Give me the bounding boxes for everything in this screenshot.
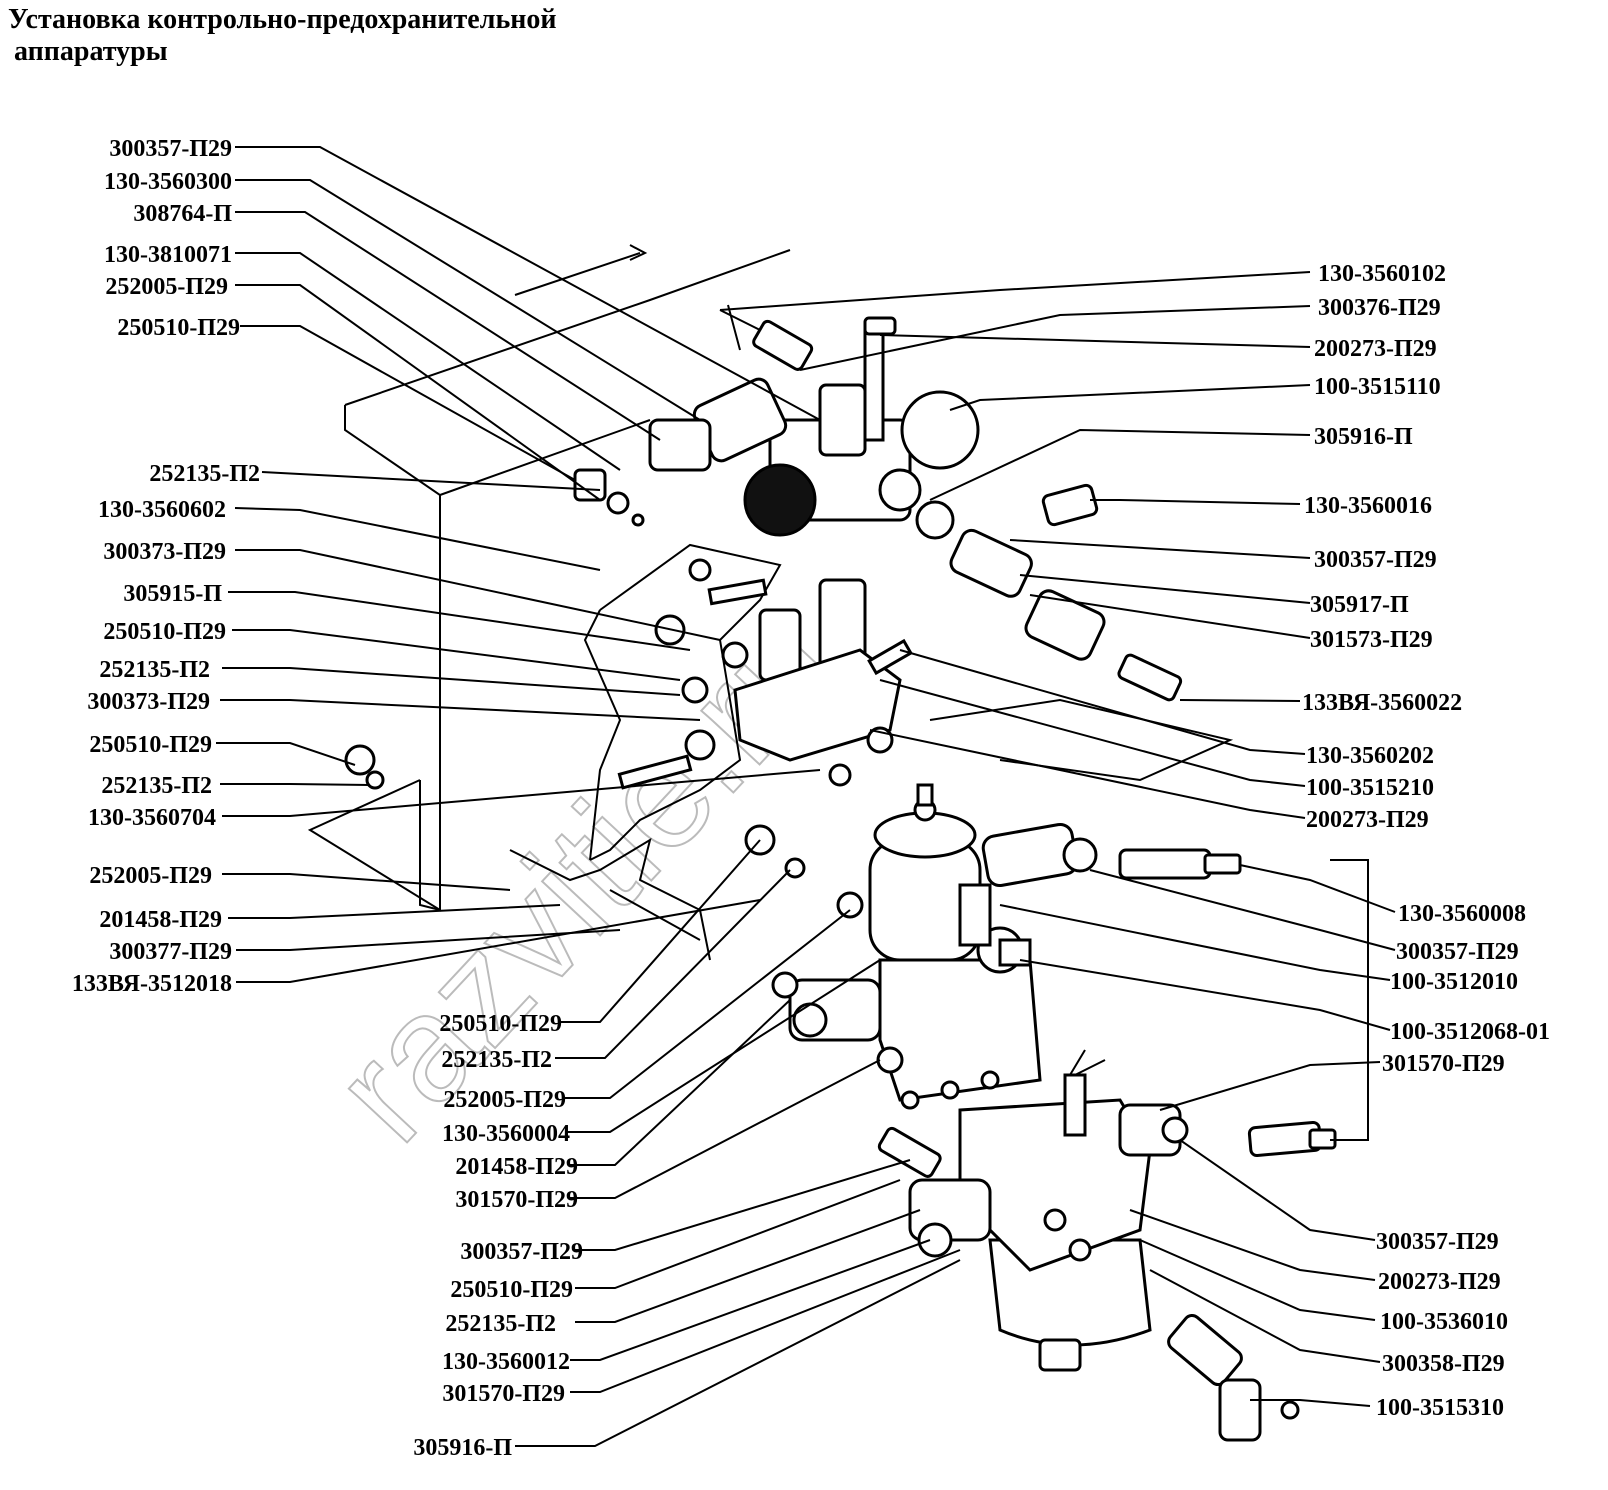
label: 252135-П2	[99, 657, 210, 683]
title-line-1: Установка контрольно-предохранительной	[8, 4, 557, 35]
label: 305917-П	[1310, 592, 1409, 618]
labels-center: 250510-П29 252135-П2 252005-П29 130-3560…	[413, 1011, 583, 1461]
diagram-title: Установка контрольно-предохранительной а…	[8, 4, 708, 68]
label: 250510-П29	[439, 1011, 562, 1037]
label: 252005-П29	[105, 274, 228, 300]
label: 100-3515110	[1314, 374, 1441, 400]
label: 130-3560012	[442, 1349, 570, 1375]
label: 301570-П29	[455, 1187, 578, 1213]
label: 200273-П29	[1378, 1269, 1501, 1295]
labels-left: 300357-П29 130-3560300 308764-П 130-3810…	[72, 136, 260, 997]
label: 130-3560004	[442, 1121, 570, 1147]
label: 201458-П29	[455, 1154, 578, 1180]
label: 250510-П29	[117, 315, 240, 341]
label: 300373-П29	[87, 689, 210, 715]
label: 300357-П29	[1314, 547, 1437, 573]
label: 300358-П29	[1382, 1351, 1505, 1377]
label: 301570-П29	[1382, 1051, 1505, 1077]
label: 300373-П29	[103, 539, 226, 565]
label: 130-3560202	[1306, 743, 1434, 769]
label: 130-3560102	[1318, 261, 1446, 287]
label: 300357-П29	[1376, 1229, 1499, 1255]
label: 130-3560602	[98, 497, 226, 523]
label: 200273-П29	[1306, 807, 1429, 833]
label: 305915-П	[123, 581, 222, 607]
label: 130-3560016	[1304, 493, 1432, 519]
right-connectors	[1118, 848, 1369, 1157]
middle-valve-block	[344, 558, 913, 790]
pressure-regulator	[744, 783, 1098, 1110]
label: 252005-П29	[89, 863, 212, 889]
label: 130-3560008	[1398, 901, 1526, 927]
label: 201458-П29	[99, 907, 222, 933]
label: 130-3560300	[104, 169, 232, 195]
label: 252005-П29	[443, 1087, 566, 1113]
assembly-drawing	[307, 244, 1369, 1442]
label: 300376-П29	[1318, 295, 1441, 321]
label: 305916-П	[1314, 424, 1413, 450]
label: 308764-П	[133, 201, 232, 227]
label: 252135-П2	[101, 773, 212, 799]
label: 100-3536010	[1380, 1309, 1508, 1335]
upper-right-fittings	[719, 304, 1183, 702]
upper-valve-body	[573, 316, 980, 540]
valve-base-frame	[583, 543, 782, 861]
label: 100-3512068-01	[1390, 1019, 1550, 1045]
label: 100-3515310	[1376, 1395, 1504, 1421]
label: 252135-П2	[445, 1311, 556, 1337]
label: 250510-П29	[450, 1277, 573, 1303]
title-line-2: аппаратуры	[14, 36, 168, 67]
label: 252135-П2	[149, 461, 260, 487]
label: 250510-П29	[89, 732, 212, 758]
label: 200273-П29	[1314, 336, 1437, 362]
leader-lines	[216, 146, 1396, 1447]
label: 250510-П29	[103, 619, 226, 645]
labels-right: 130-3560102 300376-П29 200273-П29 100-35…	[1302, 261, 1550, 1421]
label: 305916-П	[413, 1435, 512, 1461]
label: 133ВЯ-3512018	[72, 971, 232, 997]
label: 300357-П29	[460, 1239, 583, 1265]
label: 100-3515210	[1306, 775, 1434, 801]
label: 300377-П29	[109, 939, 232, 965]
label: 301570-П29	[442, 1381, 565, 1407]
label: 130-3810071	[104, 242, 232, 268]
label: 252135-П2	[441, 1047, 552, 1073]
label: 100-3512010	[1390, 969, 1518, 995]
label: 130-3560704	[88, 805, 216, 831]
filter-assembly	[877, 1049, 1300, 1442]
label: 300357-П29	[1396, 939, 1519, 965]
label: 133ВЯ-3560022	[1302, 690, 1462, 716]
label: 301573-П29	[1310, 627, 1433, 653]
label: 300357-П29	[109, 136, 232, 162]
